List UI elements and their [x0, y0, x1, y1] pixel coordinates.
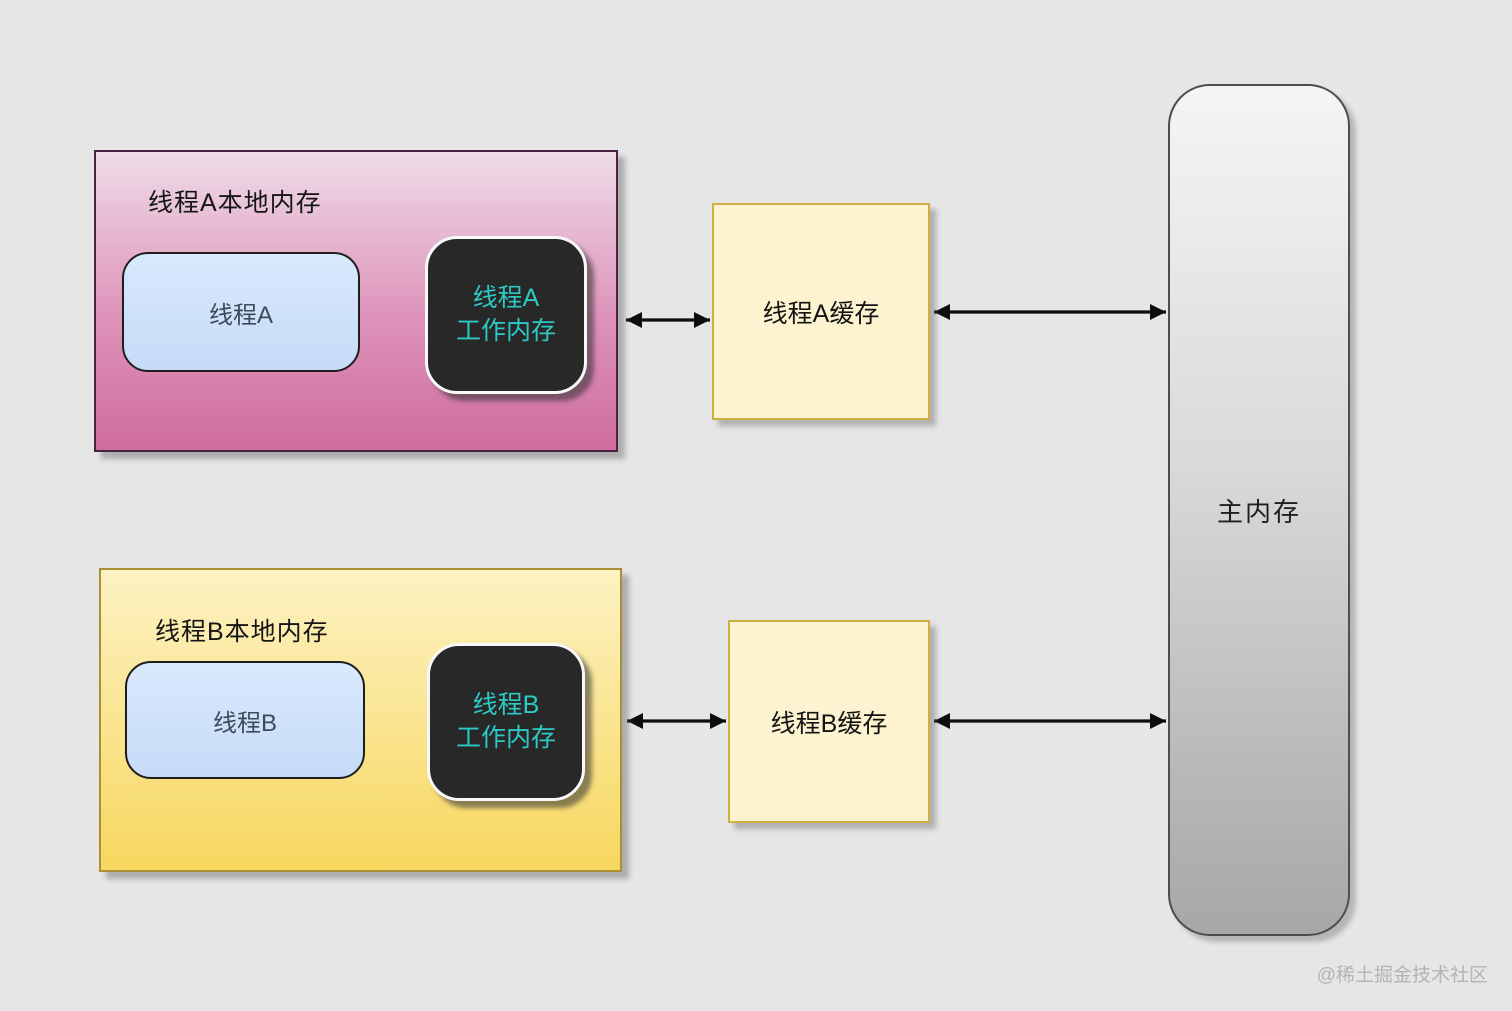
thread-b-working-memory-label-line2: 工作内存	[455, 724, 556, 752]
main-memory-label: 主内存	[1216, 496, 1301, 527]
thread-a-working-memory-label-line1: 线程A	[472, 284, 540, 312]
thread-b-working-memory-box: 线程B 工作内存	[427, 643, 585, 801]
main-memory-box: 主内存	[1168, 84, 1350, 936]
thread-a-box: 线程A	[122, 252, 360, 372]
thread-b-working-memory-label-line1: 线程B	[472, 691, 540, 719]
thread-b-cache-box: 线程B缓存	[728, 620, 930, 823]
watermark: @稀土掘金技术社区	[1316, 965, 1488, 986]
thread-a-local-memory-title: 线程A本地内存	[148, 189, 322, 217]
thread-b-local-memory-box: 线程B本地内存 线程B 线程B 工作内存	[99, 568, 622, 872]
thread-a-cache-label: 线程A缓存	[762, 299, 880, 328]
thread-a-working-memory-box: 线程A 工作内存	[425, 236, 587, 394]
thread-a-local-memory-box: 线程A本地内存 线程A 线程A 工作内存	[94, 150, 618, 452]
thread-a-label: 线程A	[208, 301, 273, 329]
thread-b-box: 线程B	[125, 661, 365, 779]
thread-a-cache-box: 线程A缓存	[712, 203, 930, 420]
thread-a-working-memory-label-line2: 工作内存	[455, 317, 556, 345]
thread-b-local-memory-title: 线程B本地内存	[155, 618, 329, 646]
thread-b-cache-label: 线程B缓存	[770, 709, 888, 738]
thread-b-label: 线程B	[212, 709, 277, 737]
